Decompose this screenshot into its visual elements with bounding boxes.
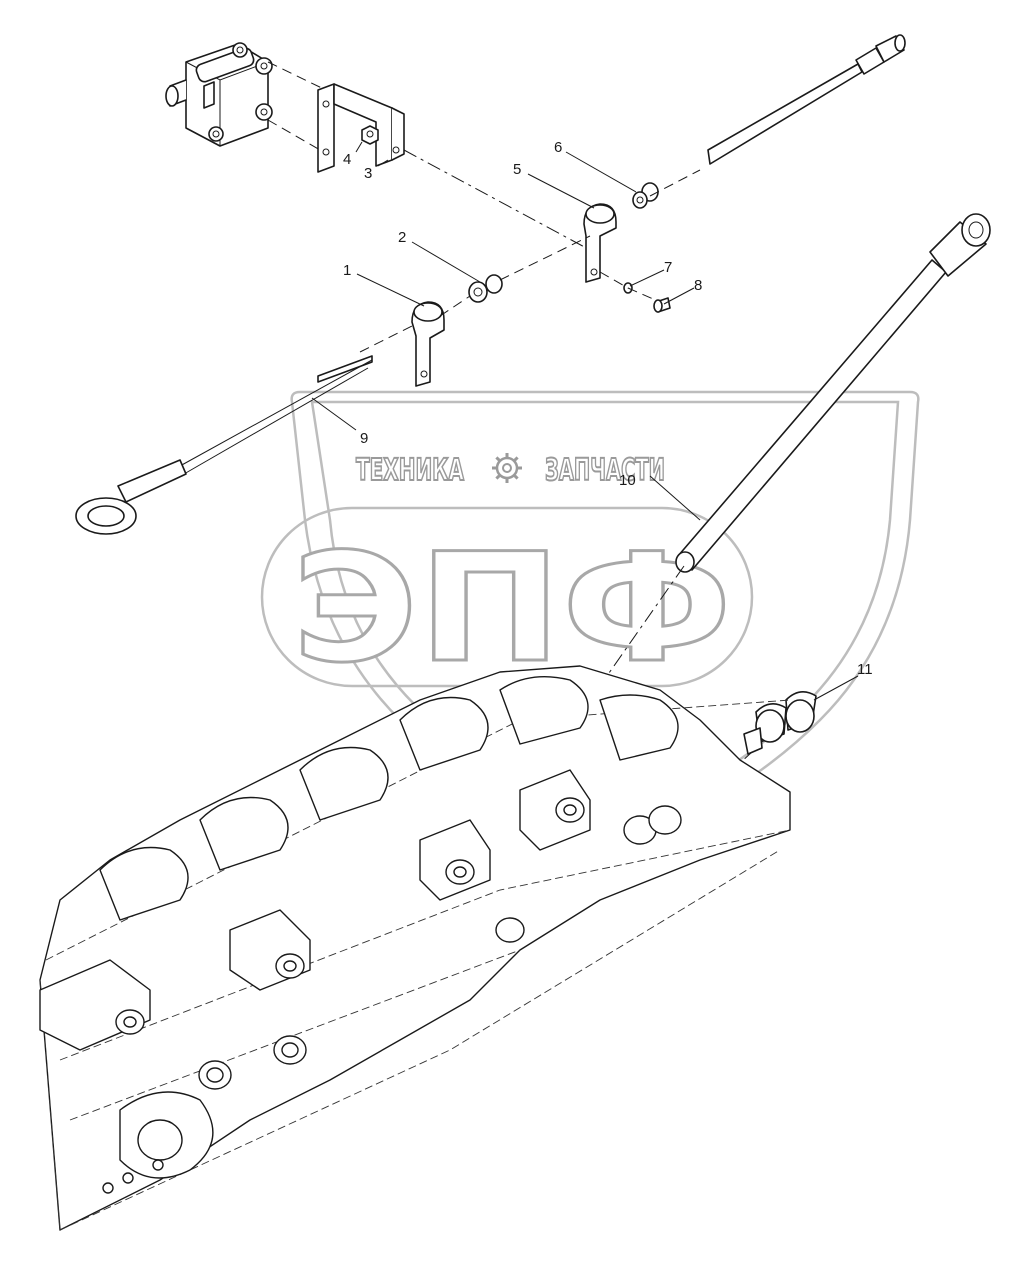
dipstick-tube-upper (707, 34, 906, 165)
callout-10: 10 (619, 472, 636, 489)
valve-block (165, 42, 273, 147)
clamp-part-1 (411, 301, 445, 387)
callout-8: 8 (694, 277, 702, 294)
bushing-part-6 (632, 182, 659, 209)
callout-4: 4 (343, 151, 351, 168)
callout-labels: 1 2 3 4 5 6 7 8 9 10 11 (343, 139, 873, 678)
bracket-part-3 (317, 83, 405, 173)
watermark-text-right: ЗАПЧАСТИ (545, 453, 665, 488)
screw-part-8 (653, 297, 671, 313)
bushing-part-2 (468, 274, 503, 303)
dipstick-part-9 (75, 355, 373, 535)
callout-leaders (311, 141, 859, 701)
engine-block (39, 665, 791, 1231)
plugs-part-11 (743, 691, 817, 755)
guide-tube-part-10 (675, 213, 991, 573)
callout-6: 6 (554, 139, 562, 156)
callout-1: 1 (343, 262, 351, 279)
clamp-part-5 (583, 203, 617, 283)
callout-2: 2 (398, 229, 406, 246)
gear-icon (492, 453, 522, 483)
callout-3: 3 (364, 165, 372, 182)
callout-9: 9 (360, 430, 368, 447)
nut-part-4 (361, 125, 379, 145)
watermark: ТЕХНИКА ЗАПЧАСТИ ЭПФ (260, 390, 920, 852)
watermark-logo: ЭПФ (292, 522, 732, 696)
watermark-text-left: ТЕХНИКА (356, 453, 465, 488)
callout-7: 7 (664, 259, 672, 276)
callout-11: 11 (857, 661, 873, 678)
callout-5: 5 (513, 161, 521, 178)
